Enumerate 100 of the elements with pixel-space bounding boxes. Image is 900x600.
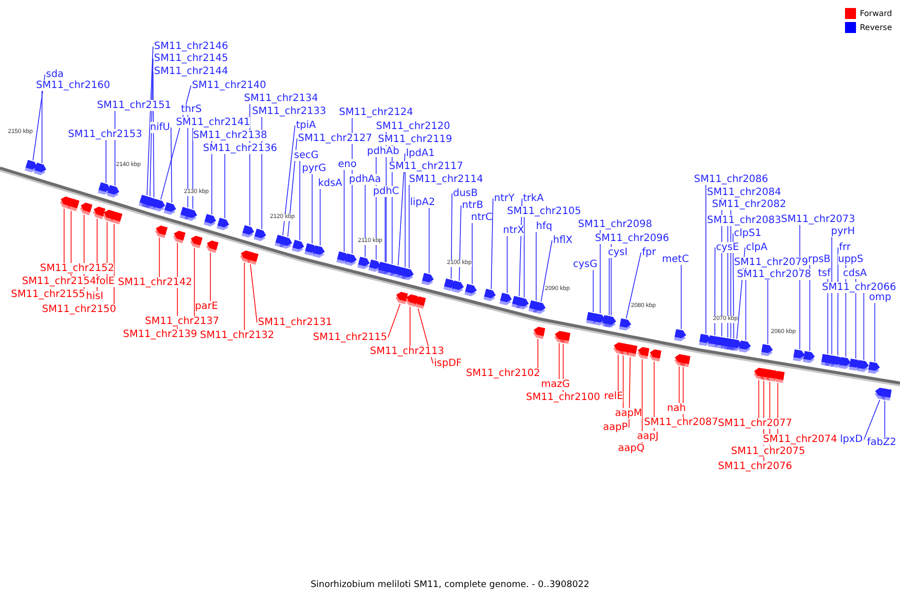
- gene-block: [880, 388, 892, 401]
- leader-line: [592, 270, 594, 312]
- leader-line: [388, 304, 400, 338]
- gene-label: aapQ: [618, 443, 644, 454]
- gene-block: [292, 240, 304, 252]
- gene-label: lpxD: [840, 434, 863, 445]
- leader-line: [864, 400, 880, 440]
- gene-label: clpA: [746, 242, 768, 253]
- leader-line: [714, 247, 716, 336]
- gene-block: [464, 284, 477, 296]
- gene-block: [637, 347, 650, 360]
- gene-block: [106, 184, 120, 198]
- gene-block: [110, 212, 122, 224]
- leader-line: [364, 184, 366, 258]
- gene-block: [254, 228, 266, 242]
- gene-label: SM11_chr2077: [718, 418, 792, 429]
- gene-label: omp: [869, 292, 892, 303]
- leader-line: [146, 46, 154, 196]
- gene-block: [80, 202, 92, 216]
- gene-label: cysE: [716, 242, 739, 253]
- leader-line: [158, 237, 160, 278]
- gene-label: SM11_chr2078: [737, 269, 812, 280]
- gene-label: SM11_chr2120: [376, 121, 450, 132]
- leader-line: [398, 153, 406, 266]
- gene-label: SM11_chr2096: [595, 233, 670, 244]
- gene-block: [312, 245, 325, 258]
- leader-line: [732, 233, 734, 339]
- leader-line: [192, 128, 194, 210]
- gene-label: lpdA1: [406, 148, 435, 159]
- gene-label: SM11_chr2154: [22, 276, 96, 287]
- gene-label: relE: [604, 391, 624, 402]
- gene-label: SM11_chr2082: [712, 199, 786, 210]
- leader-line: [170, 127, 172, 204]
- gene-label: sda: [46, 69, 64, 80]
- gene-label: pdhAb: [367, 146, 400, 157]
- leader-line: [758, 380, 760, 418]
- gene-label: SM11_chr2100: [526, 392, 600, 403]
- gene-label: SM11_chr2144: [154, 66, 228, 77]
- gene-block: [421, 272, 434, 286]
- gene-label: nah: [667, 403, 686, 414]
- leader-line: [428, 208, 430, 274]
- gene-label: SM11_chr2127: [298, 133, 372, 144]
- leader-line: [618, 354, 619, 392]
- gene-label: frr: [839, 242, 851, 253]
- leader-line: [863, 292, 864, 360]
- gene-label: cysI: [608, 247, 628, 258]
- gene-block: [499, 292, 512, 306]
- gene-label: SM11_chr2153: [68, 129, 142, 140]
- gene-block: [792, 349, 805, 362]
- leader-line: [344, 170, 345, 252]
- gene-label: SM11_chr2151: [97, 100, 172, 111]
- gene-label: ntrB: [462, 200, 484, 211]
- gene-block: [516, 297, 529, 310]
- gene-label: tpiA: [296, 120, 316, 131]
- gene-block: [246, 252, 259, 265]
- gene-label: cdsA: [843, 268, 867, 279]
- leader-line: [64, 208, 65, 264]
- gene-block: [34, 162, 46, 176]
- gene-label: pdhC: [373, 186, 400, 197]
- gene-block: [216, 218, 230, 230]
- legend-label: Forward: [860, 8, 892, 18]
- gene-block: [868, 362, 880, 374]
- gene-label: SM11_chr2155: [11, 289, 86, 300]
- leader-line: [160, 85, 192, 200]
- gene-label: fpr: [642, 247, 656, 258]
- leader-line: [250, 264, 258, 323]
- gene-label: pyrG: [302, 163, 326, 174]
- gene-block: [760, 344, 773, 356]
- gene-label: fabZ2: [867, 437, 896, 448]
- leader-line: [727, 226, 728, 338]
- gene-label: SM11_chr2141: [176, 117, 250, 128]
- gene-label: SM11_chr2102: [466, 368, 540, 379]
- gene-label: rpsB: [808, 254, 831, 265]
- leader-line: [622, 355, 624, 408]
- gene-label: SM11_chr2136: [203, 143, 278, 154]
- gene-label: SM11_chr2140: [192, 80, 266, 91]
- gene-block: [533, 326, 546, 339]
- gene-block: [24, 160, 38, 172]
- leader-line: [884, 400, 886, 438]
- gene-label: SM11_chr2105: [507, 206, 582, 217]
- gene-block: [838, 357, 851, 369]
- gene-block: [164, 202, 176, 215]
- gene-label: eno: [338, 159, 357, 170]
- leader-line: [809, 264, 810, 352]
- gene-block: [155, 226, 168, 238]
- gene-block: [66, 198, 80, 212]
- leader-line: [194, 247, 195, 316]
- gene-block: [674, 329, 686, 342]
- leader-line: [524, 216, 525, 298]
- leader-line: [642, 358, 643, 444]
- gene-block: [206, 240, 219, 253]
- gene-label: uppS: [838, 254, 864, 265]
- legend-label: Reverse: [860, 22, 892, 32]
- gene-label: lipA2: [410, 197, 436, 208]
- gene-label: SM11_chr2086: [694, 174, 768, 185]
- leader-line: [450, 193, 452, 280]
- leader-line: [114, 224, 115, 304]
- gene-block: [280, 236, 292, 249]
- leader-line: [705, 184, 706, 334]
- gene-label: SM11_chr2098: [578, 219, 652, 230]
